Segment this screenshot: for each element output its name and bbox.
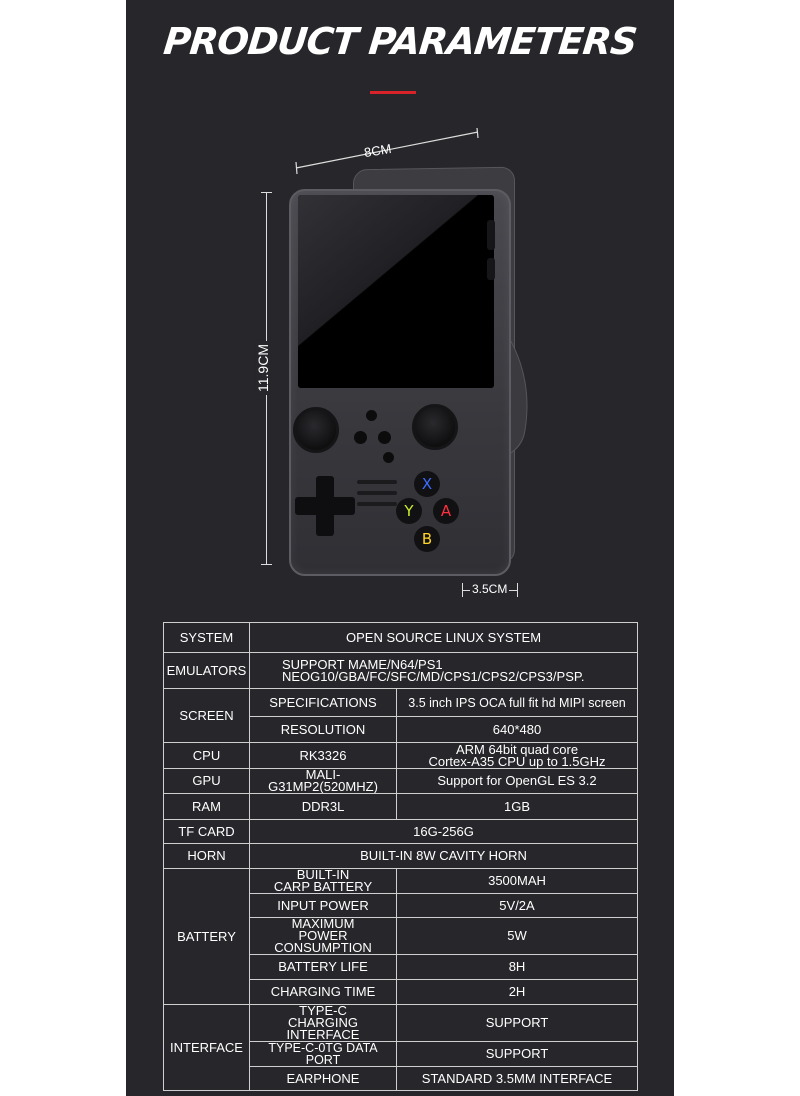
screen-res-label: RESOLUTION bbox=[249, 716, 397, 743]
dpad-vertical bbox=[316, 476, 334, 536]
speaker-slot bbox=[357, 502, 397, 506]
screen-res-value: 640*480 bbox=[395, 716, 639, 743]
table-row: INPUT POWER 5V/2A bbox=[164, 893, 639, 918]
table-row: TF CARD 16G-256G bbox=[163, 819, 639, 844]
select-button bbox=[354, 431, 367, 444]
spec-value-emulators: SUPPORT MAME/N64/PS1 NEOG10/GBA/FC/SFC/M… bbox=[248, 652, 639, 689]
right-analog-stick bbox=[412, 404, 458, 450]
spec-label-interface: INTERFACE bbox=[163, 1004, 250, 1091]
table-row: EMULATORS SUPPORT MAME/N64/PS1 NEOG10/GB… bbox=[163, 652, 639, 689]
x-button: X bbox=[414, 471, 440, 497]
battery-builtin-line-2: CARP BATTERY bbox=[273, 879, 373, 894]
cpu-line-2: Cortex-A35 CPU up to 1.5GHz bbox=[428, 753, 606, 769]
table-row: EARPHONE STANDARD 3.5MM INTERFACE bbox=[164, 1066, 639, 1091]
table-row: HORN BUILT-IN 8W CAVITY HORN bbox=[163, 843, 639, 869]
battery-builtin-label: BUILT-IN CARP BATTERY bbox=[249, 868, 397, 894]
height-tick-bottom bbox=[261, 564, 272, 566]
table-row: BATTERY BUILT-IN CARP BATTERY 3500MAH bbox=[163, 868, 639, 1005]
screen-spec-value: 3.5 inch IPS OCA full fit hd MIPI screen bbox=[395, 688, 639, 717]
title-underline bbox=[370, 91, 416, 94]
speaker-slot bbox=[357, 480, 397, 484]
thickness-tick-right bbox=[517, 583, 519, 597]
spec-label-emulators: EMULATORS bbox=[163, 652, 250, 689]
charging-time-label: CHARGING TIME bbox=[249, 979, 397, 1005]
spec-table: SYSTEM OPEN SOURCE LINUX SYSTEM EMULATOR… bbox=[163, 622, 639, 1091]
table-row: CHARGING TIME 2H bbox=[164, 979, 639, 1005]
spec-label-system: SYSTEM bbox=[163, 622, 250, 653]
gpu-model: MALI-G31MP2(520MHZ) bbox=[249, 768, 397, 794]
table-row: SYSTEM OPEN SOURCE LINUX SYSTEM bbox=[163, 622, 639, 653]
table-row: GPU MALI-G31MP2(520MHZ) Support for Open… bbox=[163, 768, 639, 794]
max-power-label: MAXIMUM POWER CONSUMPTION bbox=[249, 917, 397, 955]
table-row: SCREEN SPECIFICATIONS 3.5 inch IPS OCA f… bbox=[163, 688, 639, 743]
width-dimension-line bbox=[295, 128, 479, 175]
otg-port-value: SUPPORT bbox=[395, 1041, 639, 1067]
emulators-line-2: NEOG10/GBA/FC/SFC/MD/CPS1/CPS2/CPS3/PSP. bbox=[282, 668, 585, 684]
side-button-top bbox=[487, 220, 495, 250]
tf-card-value: 16G-256G bbox=[248, 819, 639, 844]
battery-builtin-line-1: BUILT-IN bbox=[296, 868, 350, 882]
thickness-tick-left bbox=[462, 583, 464, 597]
height-label: 11.9CM bbox=[254, 341, 271, 395]
charging-interface-value: SUPPORT bbox=[395, 1004, 639, 1042]
page-title: PRODUCT PARAMETERS bbox=[161, 20, 639, 63]
otg-port-label: TYPE-C-0TG DATA PORT bbox=[249, 1041, 397, 1067]
input-power-value: 5V/2A bbox=[395, 893, 639, 918]
battery-life-value: 8H bbox=[395, 954, 639, 980]
spec-value-system: OPEN SOURCE LINUX SYSTEM bbox=[248, 622, 639, 653]
left-analog-stick bbox=[293, 407, 339, 453]
spec-label-horn: HORN bbox=[163, 843, 250, 869]
screen-reflection bbox=[298, 195, 494, 388]
horn-value: BUILT-IN 8W CAVITY HORN bbox=[248, 843, 639, 869]
table-row: BATTERY LIFE 8H bbox=[164, 954, 639, 980]
spec-label-tf-card: TF CARD bbox=[163, 819, 250, 844]
spec-label-ram: RAM bbox=[163, 793, 250, 820]
spec-label-screen: SCREEN bbox=[163, 688, 250, 743]
y-button: Y bbox=[396, 498, 422, 524]
screen-spec-label: SPECIFICATIONS bbox=[249, 688, 397, 717]
charging-interface-line-2: CHARGING INTERFACE bbox=[286, 1015, 360, 1042]
ram-type: DDR3L bbox=[249, 793, 397, 820]
table-row: RAM DDR3L 1GB bbox=[163, 793, 639, 820]
function-button bbox=[366, 410, 377, 421]
max-power-value: 5W bbox=[395, 917, 639, 955]
input-power-label: INPUT POWER bbox=[249, 893, 397, 918]
charging-interface-label: TYPE-C CHARGING INTERFACE bbox=[249, 1004, 397, 1042]
side-button-bottom bbox=[487, 258, 495, 280]
spec-label-cpu: CPU bbox=[163, 742, 250, 769]
table-row: INTERFACE TYPE-C CHARGING INTERFACE SUPP… bbox=[163, 1004, 639, 1091]
spec-label-battery: BATTERY bbox=[163, 868, 250, 1005]
thickness-label: 3.5CM bbox=[470, 582, 510, 596]
emulators-line-1: SUPPORT MAME/N64/PS1 bbox=[282, 656, 443, 672]
charging-interface-line-1: TYPE-C bbox=[299, 1004, 347, 1018]
table-row: TYPE-C-0TG DATA PORT SUPPORT bbox=[164, 1041, 639, 1067]
max-power-line-2: POWER CONSUMPTION bbox=[274, 928, 372, 955]
table-row: CPU RK3326 ARM 64bit quad core Cortex-A3… bbox=[163, 742, 639, 769]
b-button: B bbox=[414, 526, 440, 552]
cpu-value: ARM 64bit quad core Cortex-A35 CPU up to… bbox=[395, 742, 639, 769]
ram-value: 1GB bbox=[395, 793, 639, 820]
start-button bbox=[378, 431, 391, 444]
cpu-model: RK3326 bbox=[249, 742, 397, 769]
max-power-line-1: MAXIMUM bbox=[291, 917, 355, 931]
a-button: A bbox=[433, 498, 459, 524]
home-button bbox=[383, 452, 394, 463]
height-tick-top bbox=[261, 192, 272, 194]
gpu-value: Support for OpenGL ES 3.2 bbox=[395, 768, 639, 794]
battery-builtin-value: 3500MAH bbox=[395, 868, 639, 894]
battery-life-label: BATTERY LIFE bbox=[249, 954, 397, 980]
speaker-slot bbox=[357, 491, 397, 495]
earphone-label: EARPHONE bbox=[249, 1066, 397, 1091]
charging-time-value: 2H bbox=[395, 979, 639, 1005]
spec-label-gpu: GPU bbox=[163, 768, 250, 794]
earphone-value: STANDARD 3.5MM INTERFACE bbox=[395, 1066, 639, 1091]
table-row: RESOLUTION 640*480 bbox=[164, 716, 639, 743]
dpad bbox=[295, 476, 355, 536]
cpu-line-1: ARM 64bit quad core bbox=[455, 742, 579, 757]
